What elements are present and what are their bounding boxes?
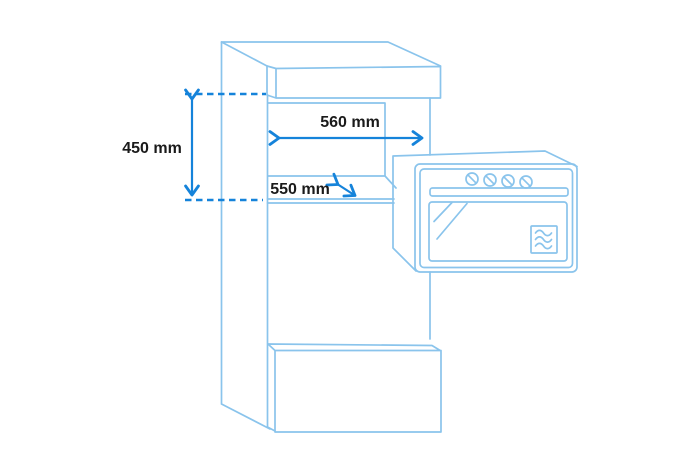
dimension-depth: 550 mm <box>270 172 357 198</box>
cabinet-front-left-edge <box>266 94 276 432</box>
knob-icon <box>483 173 497 187</box>
cabinet-top-face <box>220 41 442 67</box>
depth-label: 550 mm <box>270 181 330 198</box>
oven-door-window <box>428 201 568 262</box>
knob-icon <box>501 174 515 188</box>
microwave-icon <box>530 225 558 254</box>
oven-front-panel <box>414 163 578 273</box>
oven-knobs <box>465 172 533 189</box>
oven-handle <box>429 187 569 197</box>
width-label: 560 mm <box>320 114 380 131</box>
knob-icon <box>465 172 479 186</box>
base-drawer <box>267 343 442 433</box>
door-reflection-lines <box>433 201 468 240</box>
cabinet <box>220 41 442 433</box>
height-label: 450 mm <box>122 140 182 157</box>
oven-front-panel-inner <box>419 168 574 269</box>
oven <box>392 150 578 273</box>
cabinet-cornice <box>266 65 442 99</box>
knob-icon <box>519 175 533 189</box>
depth-arrow <box>325 172 357 198</box>
dimension-height: 450 mm <box>122 88 266 202</box>
oven-body-side <box>392 150 578 272</box>
dimension-width: 560 mm <box>268 114 424 146</box>
cabinet-side-panel <box>220 41 271 430</box>
